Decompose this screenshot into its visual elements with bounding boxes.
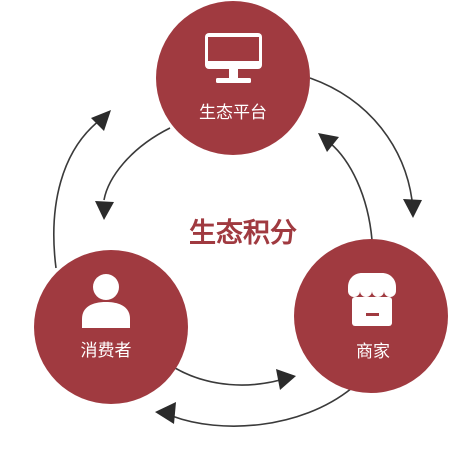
node-merchant: 商家 bbox=[294, 239, 448, 393]
center-title: 生态积分 bbox=[189, 218, 297, 249]
user-icon bbox=[82, 274, 130, 328]
arrowhead-right-bottom bbox=[276, 369, 296, 390]
arc-platform-to-merchant-outer bbox=[309, 77, 413, 201]
arc-merchant-to-consumer-outer bbox=[171, 387, 353, 427]
store-icon bbox=[348, 273, 396, 326]
arrowhead-down-right bbox=[403, 199, 422, 218]
arrowhead-left-bottom bbox=[155, 402, 176, 424]
arrowhead-up-right bbox=[318, 133, 339, 152]
monitor-icon bbox=[205, 33, 262, 83]
arc-platform-to-consumer-inner bbox=[103, 127, 171, 201]
arrowhead-up-left bbox=[91, 110, 111, 131]
node-consumer: 消费者 bbox=[34, 250, 188, 404]
arc-merchant-to-platform-inner bbox=[329, 142, 373, 241]
arc-consumer-to-merchant-inner bbox=[174, 367, 281, 386]
node-platform-label: 生态平台 bbox=[199, 103, 267, 123]
arc-consumer-to-platform-outer bbox=[53, 119, 101, 269]
node-merchant-label: 商家 bbox=[356, 342, 390, 362]
arrowhead-down-left bbox=[95, 201, 114, 220]
node-consumer-label: 消费者 bbox=[81, 341, 132, 361]
node-platform: 生态平台 bbox=[156, 1, 310, 155]
